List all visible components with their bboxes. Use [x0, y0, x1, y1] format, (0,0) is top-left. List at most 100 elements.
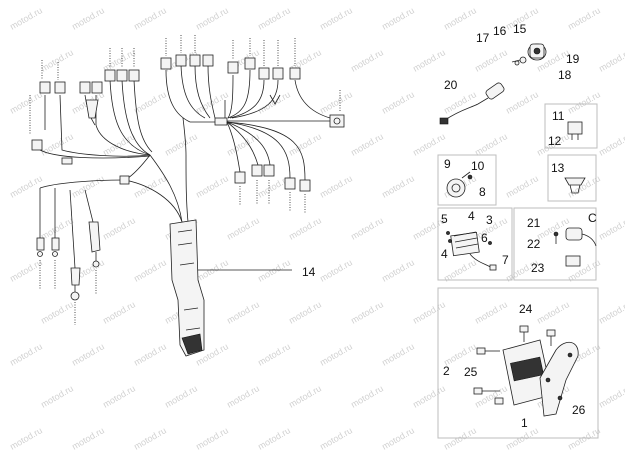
watermark-text: motod.ru	[597, 131, 625, 157]
watermark-text: motod.ru	[101, 215, 137, 241]
callout-7: 7	[502, 253, 509, 267]
watermark-text: motod.ru	[287, 215, 323, 241]
callout-1: 1	[521, 416, 528, 430]
watermark-text: motod.ru	[132, 89, 168, 115]
clip-part	[564, 177, 586, 194]
watermark-text: motod.ru	[411, 383, 447, 409]
callouts: 14 15 16 17 18 19 20 11 12 9 10 8 13 5 4…	[302, 22, 597, 430]
callout-4b: 4	[441, 247, 448, 261]
watermark-text: motod.ru	[442, 425, 478, 451]
watermark-text: motod.ru	[225, 299, 261, 325]
watermark-text: motod.ru	[8, 257, 44, 283]
watermark-text: motod.ru	[132, 173, 168, 199]
watermark-text: motod.ru	[566, 425, 602, 451]
watermark-text: motod.ru	[380, 257, 416, 283]
watermark-text: motod.ru	[597, 47, 625, 73]
horn-part	[446, 171, 473, 198]
watermark-text: motod.ru	[411, 47, 447, 73]
watermark-text: motod.ru	[256, 257, 292, 283]
callout-14: 14	[302, 265, 316, 279]
callout-17: 17	[476, 31, 490, 45]
watermark-text: motod.ru	[318, 257, 354, 283]
watermark-text: motod.ru	[473, 383, 509, 409]
callout-2: 2	[443, 364, 450, 378]
watermark-text: motod.ru	[39, 383, 75, 409]
watermark-text: motod.ru	[39, 299, 75, 325]
watermark-text: motod.ru	[318, 89, 354, 115]
watermark-text: motod.ru	[132, 341, 168, 367]
watermark-text: motod.ru	[442, 5, 478, 31]
watermark-text: motod.ru	[597, 299, 625, 325]
watermark-text: motod.ru	[70, 341, 106, 367]
watermark-text: motod.ru	[380, 5, 416, 31]
watermark-text: motod.ru	[349, 299, 385, 325]
regulator-part	[446, 231, 497, 271]
watermark-text: motod.ru	[225, 383, 261, 409]
watermark-text: motod.ru	[70, 5, 106, 31]
callout-4a: 4	[468, 209, 475, 223]
watermark-text: motod.ru	[70, 173, 106, 199]
callout-20: 20	[444, 78, 458, 92]
watermark-text: motod.ru	[39, 131, 75, 157]
watermark-text: motod.ru	[256, 425, 292, 451]
watermark-text: motod.ru	[163, 131, 199, 157]
watermark-text: motod.ru	[597, 215, 625, 241]
watermark-text: motod.ru	[163, 383, 199, 409]
watermark-text: motod.ru	[287, 383, 323, 409]
callout-18: 18	[558, 68, 572, 82]
watermark-text: motod.ru	[287, 299, 323, 325]
watermark-text: motod.ru	[566, 5, 602, 31]
watermark-text: motod.ru	[132, 257, 168, 283]
watermark-text: motod.ru	[380, 173, 416, 199]
callout-25: 25	[464, 365, 478, 379]
bracket-assembly	[473, 325, 579, 417]
watermark-text: motod.ru	[132, 5, 168, 31]
watermark-text: motod.ru	[70, 425, 106, 451]
sensor-assembly	[511, 43, 547, 66]
watermark-text: motod.ru	[349, 383, 385, 409]
watermark-text: motod.ru	[535, 299, 571, 325]
watermark-text: motod.ru	[349, 131, 385, 157]
watermark-text: motod.ru	[132, 425, 168, 451]
watermark-text: motod.ru	[8, 341, 44, 367]
callout-5: 5	[441, 212, 448, 226]
callout-19: 19	[566, 52, 580, 66]
watermark-text: motod.ru	[318, 173, 354, 199]
callout-23: 23	[531, 261, 545, 275]
watermark-text: motod.ru	[380, 341, 416, 367]
watermark-text: motod.ru	[194, 173, 230, 199]
watermark-text: motod.ru	[8, 5, 44, 31]
callout-3: 3	[486, 213, 493, 227]
callout-8: 8	[479, 185, 486, 199]
watermark-text: motod.ru	[101, 299, 137, 325]
watermark-text: motod.ru	[8, 89, 44, 115]
relay-part	[567, 121, 583, 140]
watermark-text: motod.ru	[380, 89, 416, 115]
watermark-text: motod.ru	[194, 5, 230, 31]
callout-C: C	[588, 211, 597, 225]
watermark-text: motod.ru	[101, 383, 137, 409]
watermark-text: motod.ru	[597, 383, 625, 409]
watermark-text: motod.ru	[473, 131, 509, 157]
callout-24: 24	[519, 302, 533, 316]
watermark-text: motod.ru	[8, 425, 44, 451]
callout-10: 10	[471, 159, 485, 173]
watermark-text: motod.ru	[318, 5, 354, 31]
watermark-text: motod.ru	[39, 47, 75, 73]
watermark-text: motod.ru	[349, 215, 385, 241]
wiring-harness	[29, 35, 345, 357]
callout-21: 21	[527, 216, 541, 230]
callout-6: 6	[481, 231, 488, 245]
watermark-text: motod.ru	[225, 215, 261, 241]
callout-15: 15	[513, 22, 527, 36]
watermark-text: motod.ru	[287, 131, 323, 157]
watermark-text: motod.ru	[411, 299, 447, 325]
watermark-text: motod.ru	[194, 425, 230, 451]
watermark-text: motod.ru	[349, 47, 385, 73]
cable-sensor	[439, 82, 505, 125]
watermark-text: motod.ru	[225, 131, 261, 157]
callout-16: 16	[493, 24, 507, 38]
watermark-text: motod.ru	[380, 425, 416, 451]
callout-9: 9	[444, 157, 451, 171]
watermark-text: motod.ru	[504, 89, 540, 115]
